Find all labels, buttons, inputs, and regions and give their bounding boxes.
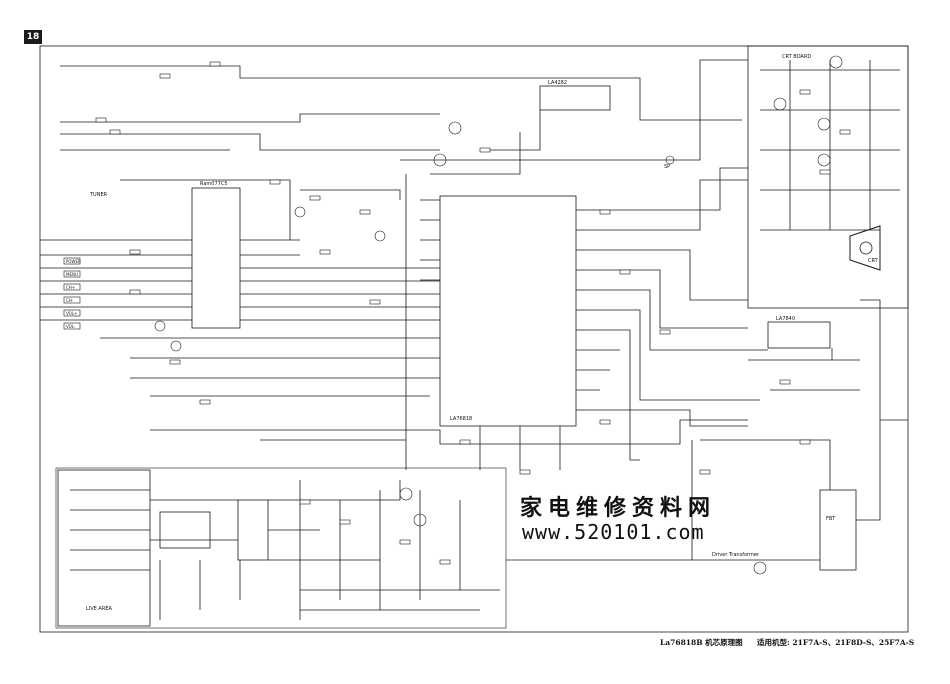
- page-number-badge: 18: [24, 30, 42, 44]
- vertical-ic-body: [767, 321, 831, 349]
- crt-label: CRT: [868, 258, 879, 264]
- crt-board-label: CRT BOARD: [782, 54, 811, 60]
- cpu-ic-body: [439, 195, 577, 427]
- crt-board-frame: [747, 45, 909, 309]
- footer-models: 适用机型: 21F7A-S、21F8D-S、25F7A-S: [757, 638, 915, 647]
- vertical-ic-label: LA7840: [776, 316, 795, 322]
- fbt-label: FBT: [826, 516, 836, 522]
- speaker-label: SP: [664, 164, 670, 170]
- watermark-title: 家电维修资料网: [520, 495, 717, 521]
- tuner-label: TUNER: [89, 192, 108, 198]
- live-area-label: LIVE AREA: [86, 606, 112, 612]
- live-area-frame: [57, 469, 151, 627]
- fbt-body: [819, 489, 857, 571]
- audio-ic-label: LA4282: [548, 80, 567, 86]
- key-label: CH-: [66, 298, 74, 303]
- audio-ic-body: [539, 85, 611, 111]
- key-label: VOL-: [66, 324, 76, 329]
- drawing-frame: [39, 45, 909, 633]
- key-label: POWER: [66, 259, 81, 264]
- drive-transformer-label: Driver Transformer: [712, 552, 760, 558]
- key-label: MENU: [66, 272, 78, 277]
- micro-label: Ram077C5: [200, 181, 228, 187]
- key-label: CH+: [66, 285, 75, 290]
- key-label: VOL+: [66, 311, 77, 316]
- micro-ic-body: [191, 187, 241, 329]
- watermark-url: www.520101.com: [522, 520, 705, 544]
- footer-title: La76818B 机芯原理图: [660, 638, 743, 647]
- cpu-label: LA76818: [450, 416, 472, 422]
